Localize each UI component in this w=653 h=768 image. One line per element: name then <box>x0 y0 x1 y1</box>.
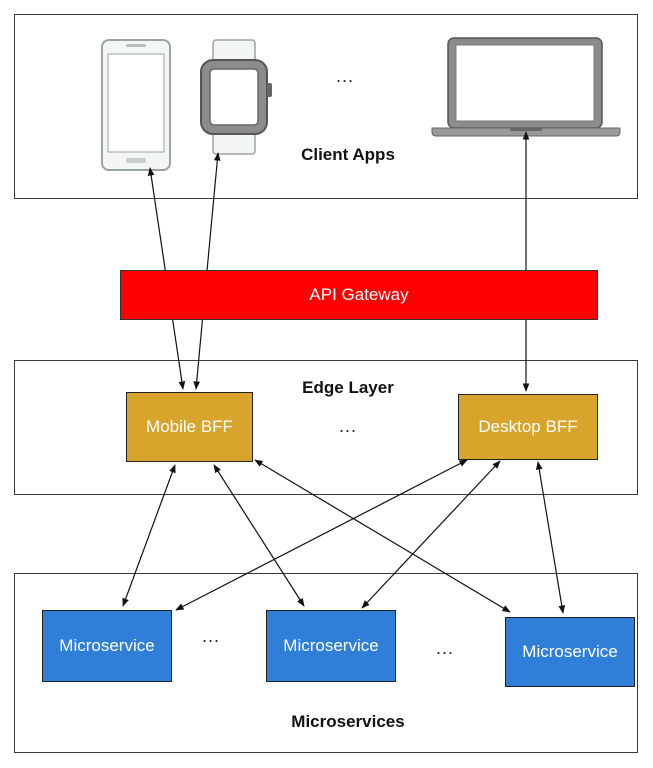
edge-layer-ellipsis: ... <box>339 416 358 436</box>
laptop-icon <box>431 37 621 137</box>
client-apps-ellipsis: ... <box>336 66 355 86</box>
microservice-1[interactable]: Microservice <box>42 610 172 682</box>
microservice-3[interactable]: Microservice <box>505 617 635 687</box>
phone-icon <box>101 39 171 171</box>
edge-layer-label: Edge Layer <box>302 378 394 397</box>
mobile-bff[interactable]: Mobile BFF <box>126 392 253 462</box>
microservice-3-label: Microservice <box>522 642 618 661</box>
client-apps-label: Client Apps <box>301 145 395 164</box>
api-gateway-overlay: API Gateway <box>120 270 598 320</box>
desktop-bff-label: Desktop BFF <box>478 417 578 436</box>
watch-icon <box>200 39 272 155</box>
microservice-2[interactable]: Microservice <box>266 610 396 682</box>
api-gateway-overlay-label: API Gateway <box>309 285 409 304</box>
microservice-2-label: Microservice <box>283 636 379 655</box>
desktop-bff[interactable]: Desktop BFF <box>458 394 598 460</box>
microservices-ellipsis-1: ... <box>202 626 221 646</box>
microservices-label: Microservices <box>291 712 405 731</box>
microservice-1-label: Microservice <box>59 636 155 655</box>
microservices-ellipsis-2: ... <box>436 638 455 658</box>
mobile-bff-label: Mobile BFF <box>146 417 233 436</box>
